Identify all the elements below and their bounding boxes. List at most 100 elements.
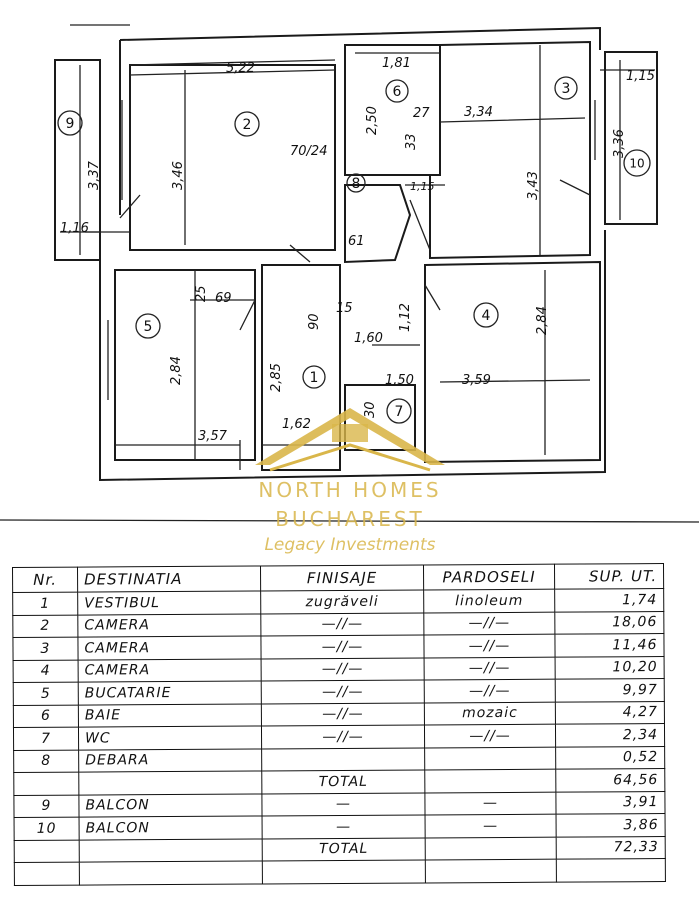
- header-destinatia: DESTINATIA: [77, 565, 261, 593]
- header-sup-ut: SUP. UT.: [554, 563, 664, 590]
- cell-sup-ut: 10,20: [555, 656, 665, 680]
- cell-finisaje: —: [262, 814, 426, 839]
- svg-text:8: 8: [352, 176, 361, 192]
- dim-label: 1,16: [60, 221, 89, 236]
- cell-sup-ut: 2,34: [555, 723, 665, 747]
- dim-label: 15: [336, 301, 353, 316]
- svg-text:4: 4: [482, 308, 491, 324]
- balcony-9: [54, 59, 101, 261]
- cell-destinatia: DEBARA: [78, 748, 262, 773]
- cell-sup-ut: 9,97: [555, 678, 665, 702]
- cell-pardoseli: —: [425, 814, 557, 838]
- cell-destinatia: BALCON: [78, 793, 263, 818]
- header-pardoseli: PARDOSELI: [423, 564, 555, 590]
- dim-label: 2,84: [169, 356, 184, 385]
- cell-destinatia: VESTIBUL: [77, 590, 261, 615]
- cell-finisaje: [261, 747, 425, 771]
- room-8: 8: [346, 173, 366, 193]
- cell-nr: 3: [12, 637, 79, 660]
- cell-pardoseli: [425, 836, 557, 860]
- cell-sup-ut: 0,52: [555, 746, 665, 770]
- dim-label: 1,50: [385, 373, 414, 388]
- cell-destinatia: CAMERA: [78, 658, 262, 683]
- cell-destinatia: WC: [78, 725, 262, 750]
- cell-finisaje: [262, 859, 426, 884]
- floor-plan: 1 2 3 4 5 6 7 8 9 10 NORTH HOMES BUCHARE…: [0, 24, 699, 555]
- dim-label: 3,43: [526, 171, 541, 200]
- dim-label: 3,57: [198, 429, 228, 444]
- svg-text:5: 5: [144, 319, 153, 335]
- dim-label: 2,85: [269, 363, 284, 392]
- cell-nr: 7: [13, 727, 79, 750]
- cell-destinatia: CAMERA: [77, 613, 261, 638]
- cell-nr: 1: [12, 592, 78, 615]
- room-1: 1: [302, 365, 326, 389]
- watermark-line1: NORTH HOMES: [258, 478, 441, 502]
- svg-text:1: 1: [310, 370, 319, 386]
- cell-sup-ut: 72,33: [556, 836, 666, 860]
- dim-label: 33: [404, 133, 419, 150]
- cell-pardoseli: linoleum: [423, 589, 555, 613]
- room-10: 10: [623, 149, 651, 177]
- watermark-script: Legacy Investments: [264, 535, 435, 555]
- cell-destinatia: CAMERA: [77, 635, 262, 660]
- cell-destinatia: BALCON: [79, 815, 263, 840]
- dim-label: 2,84: [535, 306, 550, 335]
- cell-sup-ut: 64,56: [555, 768, 665, 792]
- cell-finisaje: —: [261, 792, 426, 816]
- cell-finisaje: —//—: [261, 679, 425, 704]
- cell-pardoseli: mozaic: [424, 701, 556, 725]
- room-6: 6: [385, 79, 409, 103]
- dim-label: 90: [307, 313, 322, 330]
- cell-pardoseli: —: [424, 791, 557, 815]
- dim-label: 3,36: [612, 129, 627, 158]
- cell-pardoseli: —//—: [424, 656, 556, 680]
- cell-nr: 6: [13, 704, 79, 728]
- cell-pardoseli: [424, 746, 556, 770]
- header-finisaje: FINISAJE: [260, 564, 424, 591]
- cell-sup-ut: [556, 858, 666, 882]
- cell-nr: 4: [13, 659, 79, 683]
- dim-label: 1,60: [354, 331, 383, 346]
- cell-sup-ut: 11,46: [554, 633, 665, 657]
- cell-nr: 8: [13, 749, 79, 773]
- cell-sup-ut: 18,06: [554, 611, 664, 635]
- dim-label: 25: [194, 285, 209, 302]
- cell-nr: 2: [12, 614, 78, 638]
- dim-label: 1,62: [282, 417, 311, 432]
- dimension-labels: 5,22 1,81 1,15 3,34 2,50 27 33 3,43 3,36…: [60, 56, 655, 444]
- cell-finisaje: TOTAL: [262, 837, 426, 861]
- cell-sup-ut: 1,74: [554, 588, 664, 612]
- svg-text:2: 2: [243, 117, 252, 133]
- cell-destinatia: [78, 770, 262, 795]
- room-7: 7: [386, 398, 412, 424]
- dim-label: 3,34: [464, 105, 493, 120]
- rooms-table: Nr. DESTINATIA FINISAJE PARDOSELI SUP. U…: [12, 563, 666, 885]
- room-3: 3: [554, 76, 578, 100]
- dimension-lines: [60, 45, 655, 460]
- cell-nr: 9: [13, 794, 80, 818]
- svg-text:9: 9: [66, 116, 75, 132]
- svg-text:6: 6: [393, 84, 402, 100]
- cell-nr: 5: [13, 682, 79, 705]
- watermark-line2: BUCHAREST: [275, 507, 425, 531]
- dim-label: 1,15: [626, 69, 655, 84]
- cell-finisaje: —//—: [261, 657, 425, 681]
- dim-label: 5,22: [226, 61, 255, 76]
- cell-nr: 10: [14, 817, 80, 840]
- cell-destinatia: [79, 838, 263, 863]
- cell-pardoseli: —//—: [423, 611, 555, 635]
- dim-label: 69: [215, 291, 232, 306]
- cell-pardoseli: [425, 859, 557, 883]
- walls: [0, 24, 699, 523]
- dim-label: 70/24: [290, 144, 327, 159]
- cell-pardoseli: —//—: [424, 724, 556, 748]
- dim-label: 2,50: [365, 106, 380, 135]
- cell-sup-ut: 3,91: [555, 791, 666, 815]
- room-numbers: 1 2 3 4 5 6 7 8 9 10: [57, 76, 651, 424]
- dim-label: 1,12: [398, 303, 413, 332]
- room-2: 2: [234, 111, 260, 137]
- cell-destinatia: BUCATARIE: [78, 680, 262, 705]
- cell-destinatia: BAIE: [78, 703, 262, 728]
- header-nr: Nr.: [12, 567, 78, 593]
